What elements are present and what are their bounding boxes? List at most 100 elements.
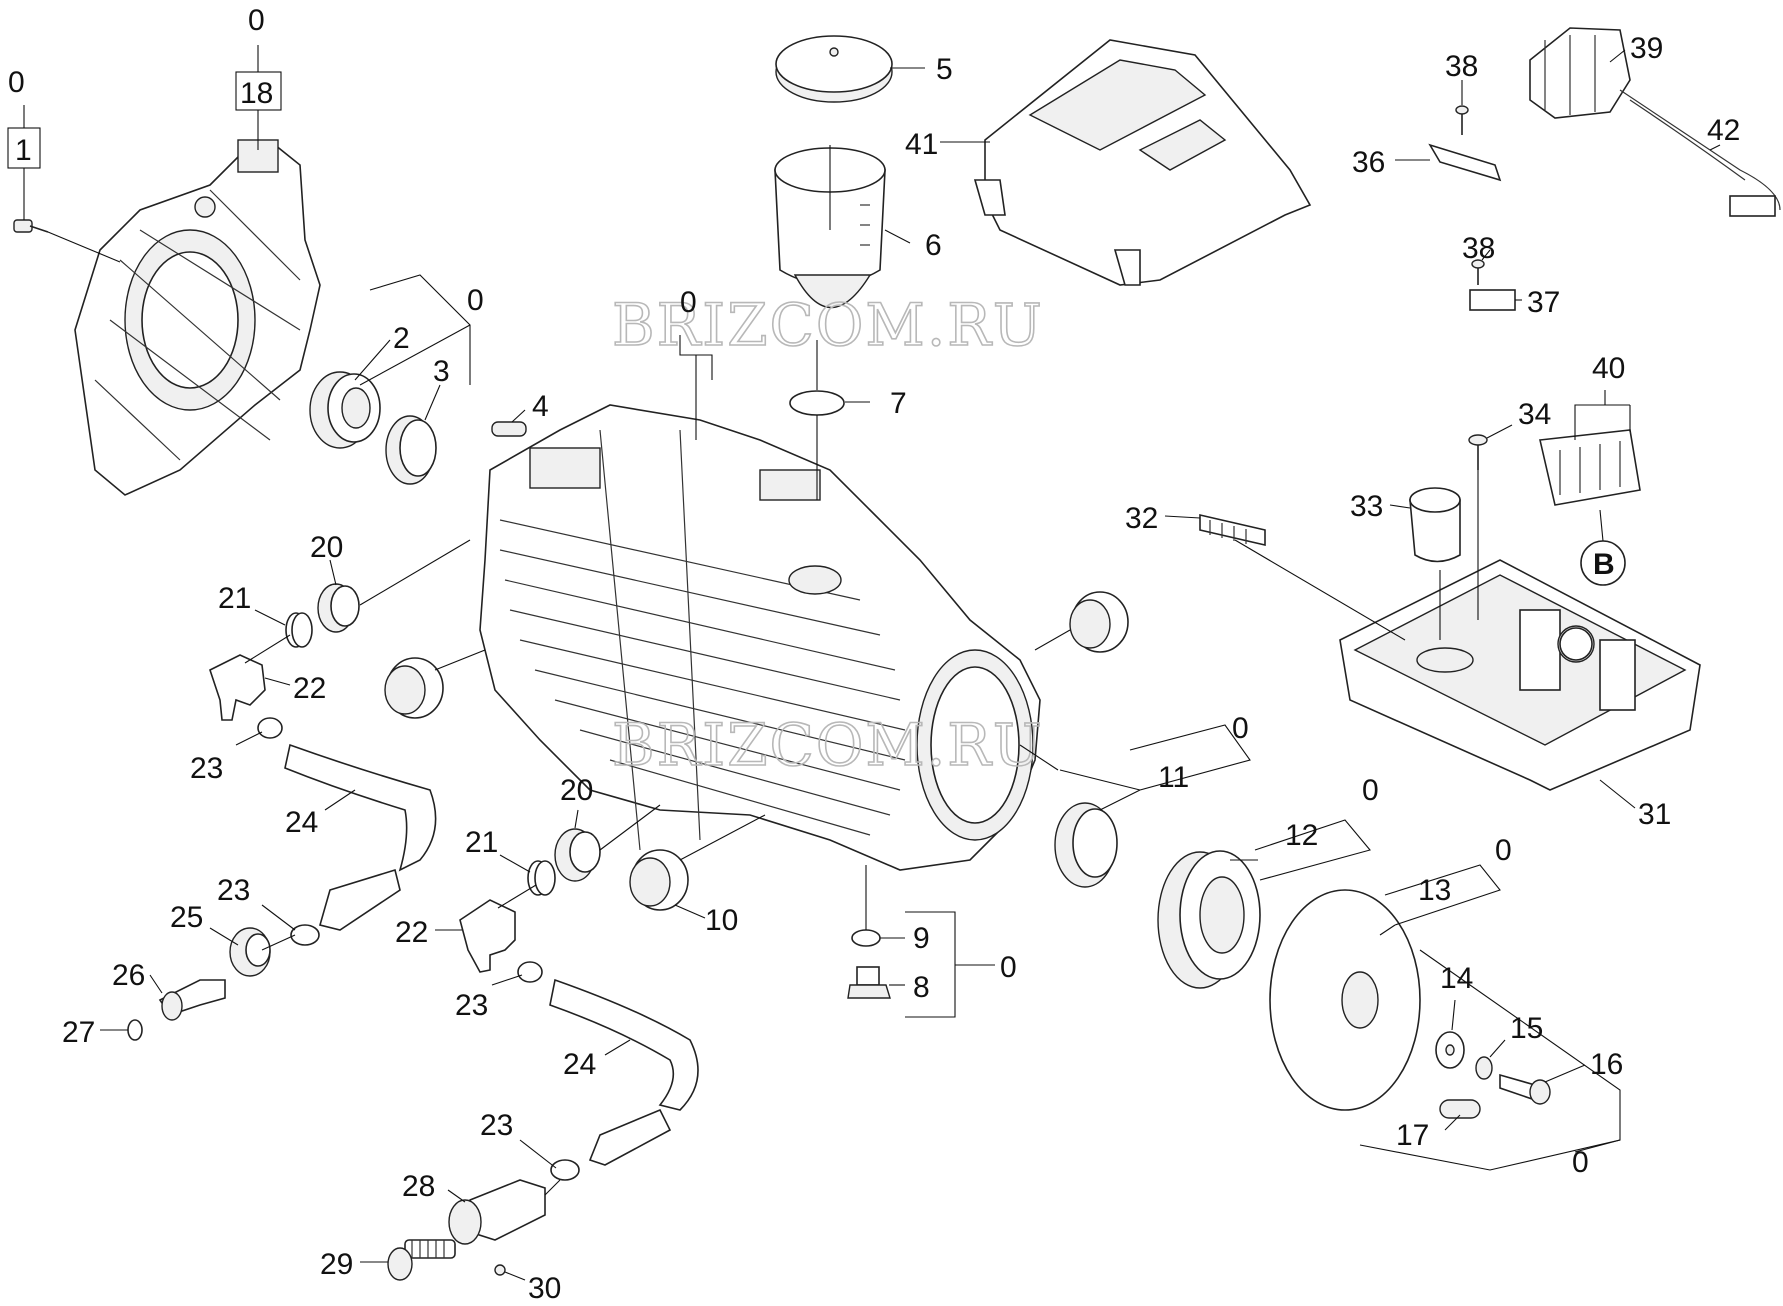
- terminal-block-part-40: [1539, 429, 1641, 506]
- callout-23: 23: [480, 1109, 513, 1142]
- callout-41: 41: [905, 128, 938, 161]
- elbow-fitting-part-22-lower: [459, 899, 516, 973]
- callout-14: 14: [1440, 962, 1473, 995]
- key-part-4: [491, 421, 527, 437]
- callout-23: 23: [455, 989, 488, 1022]
- leader-lines: [7, 45, 1721, 1281]
- callout-16: 16: [1590, 1048, 1623, 1081]
- hose-part-24-lower: [549, 978, 699, 1166]
- o-ring-part-9: [851, 929, 881, 947]
- filter-part-29: [387, 1239, 456, 1281]
- fitting-part-28: [448, 1179, 546, 1245]
- callout-0: 0: [1495, 834, 1512, 867]
- hose-part-24-upper: [284, 743, 437, 931]
- bearing-part-12: [1157, 850, 1261, 989]
- callout-6: 6: [925, 229, 942, 262]
- callout-34: 34: [1518, 398, 1551, 431]
- lock-washer-part-15: [1475, 1056, 1493, 1080]
- callout-0: 0: [8, 66, 25, 99]
- callout-1: 1: [15, 134, 32, 167]
- callout-24: 24: [285, 806, 318, 839]
- callout-5: 5: [936, 53, 953, 86]
- callout-26: 26: [112, 959, 145, 992]
- callout-22: 22: [293, 672, 326, 705]
- callout-31: 31: [1638, 798, 1671, 831]
- callout-38: 38: [1462, 232, 1495, 265]
- seal-part-11: [1054, 802, 1118, 888]
- callout-B: B: [1593, 548, 1615, 581]
- callout-12: 12: [1285, 819, 1318, 852]
- callout-20: 20: [310, 531, 343, 564]
- callout-0: 0: [1000, 951, 1017, 984]
- callout-0: 0: [1232, 712, 1249, 745]
- clip-part-37: [1469, 289, 1516, 311]
- callout-17: 17: [1396, 1119, 1429, 1152]
- callout-37: 37: [1527, 286, 1560, 319]
- callout-0: 0: [1572, 1146, 1589, 1179]
- callout-labels: 0 1 0 18 0 2 3 4 0 5 6 7 41 20 21 22 23 …: [8, 4, 1740, 1305]
- callout-4: 4: [532, 390, 549, 423]
- callout-25: 25: [170, 901, 203, 934]
- callout-23: 23: [217, 874, 250, 907]
- callout-42: 42: [1707, 114, 1740, 147]
- callout-33: 33: [1350, 490, 1383, 523]
- sleeve-part-20-lower: [554, 828, 601, 882]
- o-ring-part-27: [127, 1019, 143, 1041]
- callout-0: 0: [680, 286, 697, 319]
- drain-plug-part-8: [847, 966, 891, 999]
- spring-ring-part-21-lower: [527, 860, 556, 896]
- bearing-part-2: [309, 371, 381, 449]
- callout-36: 36: [1352, 146, 1385, 179]
- cup-part-33: [1409, 487, 1461, 563]
- screw-part-16: [1499, 1073, 1551, 1105]
- crankcase-housing: [479, 404, 1041, 871]
- oil-reservoir-cap-part-5: [775, 35, 893, 103]
- screw-part-38-upper: [1455, 105, 1469, 135]
- nipple-part-26: [158, 979, 226, 1021]
- callout-2: 2: [393, 322, 410, 355]
- callout-28: 28: [402, 1170, 435, 1203]
- callout-0: 0: [248, 4, 265, 37]
- key-part-17: [1439, 1099, 1481, 1119]
- clamp-part-23-lower-mid: [517, 961, 543, 983]
- callout-18: 18: [240, 77, 273, 110]
- badge-B-right: B: [1580, 540, 1626, 586]
- callout-27: 27: [62, 1016, 95, 1049]
- electrical-box-part-31: [1339, 559, 1701, 791]
- callout-29: 29: [320, 1248, 353, 1281]
- callout-24: 24: [563, 1048, 596, 1081]
- callout-11: 11: [1158, 761, 1189, 794]
- spring-ring-part-21-upper: [285, 612, 313, 648]
- callout-21: 21: [465, 826, 498, 859]
- screw-part-34: [1468, 434, 1488, 470]
- callout-40: 40: [1592, 352, 1625, 385]
- badge-B-box: [1559, 627, 1593, 661]
- piston-bushing-left: [384, 657, 444, 719]
- nut-part-25: [229, 927, 271, 977]
- callout-32: 32: [1125, 502, 1158, 535]
- callout-13: 13: [1418, 874, 1451, 907]
- cover-part-41: [973, 39, 1312, 286]
- callout-23: 23: [190, 752, 223, 785]
- contactor-part-39: [1529, 27, 1631, 119]
- callout-21: 21: [218, 582, 251, 615]
- callout-30: 30: [528, 1272, 561, 1305]
- callout-38: 38: [1445, 50, 1478, 83]
- bracket-part-36: [1428, 143, 1502, 182]
- callout-15: 15: [1510, 1012, 1543, 1045]
- flange-part-13: [1269, 889, 1421, 1111]
- screw-part-38-lower: [1471, 259, 1485, 285]
- screw-part-1: [13, 219, 121, 263]
- callout-10: 10: [705, 904, 738, 937]
- piston-bushing-part-10: [629, 849, 689, 911]
- screw-part-30: [494, 1264, 506, 1276]
- watermark-top: BRIZCOM.RU: [612, 291, 1044, 359]
- callout-22: 22: [395, 916, 428, 949]
- seal-part-3: [385, 415, 437, 485]
- cable-part-42: [1619, 89, 1781, 217]
- sleeve-part-20-upper: [317, 583, 360, 633]
- callout-20: 20: [560, 774, 593, 807]
- piston-bushing-right: [1069, 591, 1129, 653]
- callout-8: 8: [913, 971, 930, 1004]
